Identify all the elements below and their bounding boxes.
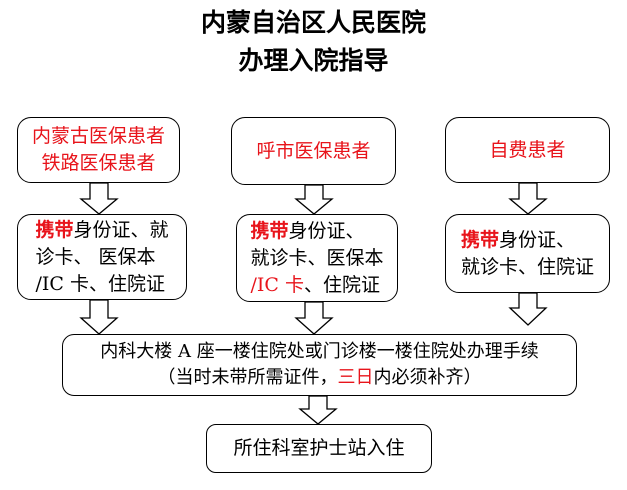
documents-text: 诊卡、 医保本 <box>35 245 156 268</box>
documents-text: 身份证、 <box>499 228 576 251</box>
documents-text: 身份证、 <box>288 219 365 242</box>
diagram-subtitle: 办理入院指导 <box>238 46 389 75</box>
category-label: 内蒙古医保患者 <box>31 125 165 147</box>
procedure-note: （当时未带所需证件， <box>157 367 338 388</box>
documents-text: 就诊卡、住院证 <box>460 255 594 278</box>
category-label: 铁路医保患者 <box>41 152 156 174</box>
documents-text: 就诊卡、医保本 <box>250 246 384 269</box>
arrow-down <box>298 395 338 425</box>
admission-procedure-box: 内科大楼 A 座一楼住院处或门诊楼一楼住院处办理手续 （当时未带所需证件，三日内… <box>62 334 577 396</box>
carry-label: 携带 <box>460 228 499 251</box>
procedure-note-highlight: 三日 <box>337 367 374 388</box>
arrow-down <box>294 184 334 215</box>
final-step-box: 所住科室护士站入住 <box>206 424 432 473</box>
documents-box-1: 携带身份证、就 诊卡、 医保本 /IC 卡、住院证 <box>17 214 187 300</box>
category-box-self-pay: 自费患者 <box>445 117 610 183</box>
documents-text: /IC 卡、住院证 <box>35 272 165 295</box>
arrow-down <box>79 182 119 215</box>
final-step-text: 所住科室护士站入住 <box>233 437 405 459</box>
arrow-down <box>294 301 334 335</box>
arrow-down <box>79 299 119 335</box>
carry-label: 携带 <box>250 219 289 242</box>
documents-box-3: 携带身份证、 就诊卡、住院证 <box>445 214 610 293</box>
documents-box-2: 携带身份证、 就诊卡、医保本 /IC 卡、住院证 <box>236 214 398 302</box>
arrow-down <box>508 292 548 326</box>
category-box-inner-mongolia-railway: 内蒙古医保患者 铁路医保患者 <box>17 117 180 183</box>
documents-text: 、住院证 <box>303 273 380 296</box>
carry-label: 携带 <box>35 218 74 241</box>
documents-text-highlight: /IC 卡 <box>250 273 304 296</box>
category-label: 自费患者 <box>489 138 566 161</box>
diagram-title: 内蒙自治区人民医院 <box>200 8 426 37</box>
category-box-hohhot: 呼市医保患者 <box>231 117 396 185</box>
procedure-text: 内科大楼 A 座一楼住院处或门诊楼一楼住院处办理手续 <box>100 341 539 362</box>
arrow-down <box>508 182 548 215</box>
category-label: 呼市医保患者 <box>256 139 371 162</box>
procedure-note: 内必须补齐） <box>373 367 482 388</box>
documents-text: 身份证、就 <box>73 218 169 241</box>
